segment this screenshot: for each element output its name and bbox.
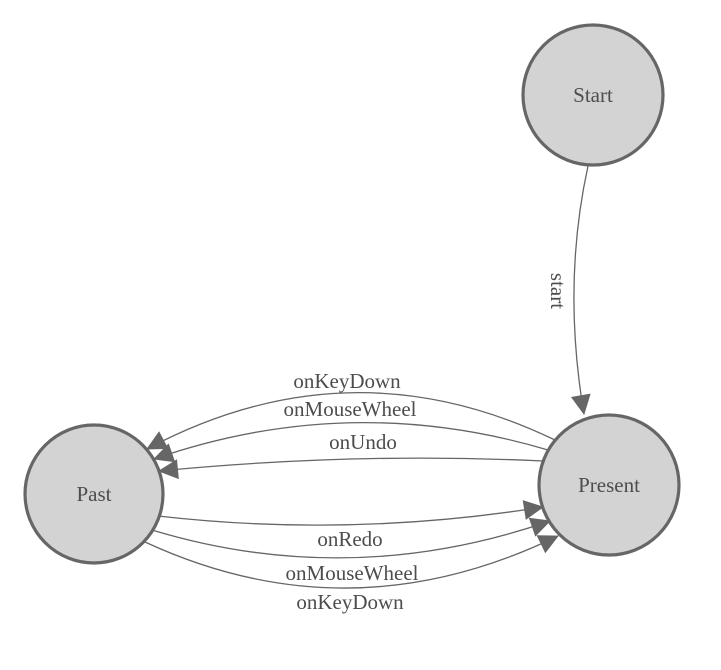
node-start-label: Start [573,83,613,107]
edge-present-to-past-onmousewheel: onMouseWheel [153,397,549,463]
edge-label-onmousewheel-bottom: onMouseWheel [286,561,419,585]
node-past-label: Past [76,482,111,506]
edge-past-to-present-onredo: onRedo [157,500,544,551]
node-past-circle[interactable] [23,423,165,565]
edge-present-to-past-onkeydown: onKeyDown [146,369,556,450]
edge-label-onmousewheel-top: onMouseWheel [284,397,417,421]
edge-line-present-to-past-2[interactable] [153,421,549,463]
edge-line-past-to-present-1[interactable] [157,500,544,526]
edge-past-to-present-onmousewheel: onMouseWheel [151,517,551,585]
node-present-label: Present [578,473,640,497]
edge-past-to-present-onkeydown: onKeyDown [144,535,559,614]
edge-present-to-past-onundo: onUndo [158,430,544,480]
edge-label-onredo: onRedo [317,527,382,551]
node-present-circle[interactable] [537,413,681,557]
edge-label-onundo: onUndo [329,430,397,454]
edge-line-present-to-past-3[interactable] [158,457,544,480]
edge-label-onkeydown-bottom: onKeyDown [296,590,404,614]
node-present: Present [537,413,681,557]
edge-line-past-to-present-3[interactable] [144,535,559,589]
edge-line-present-to-past-1[interactable] [146,392,556,450]
edge-label-start: start [546,273,570,309]
edge-label-onkeydown-top: onKeyDown [293,369,401,393]
edge-start-to-present: start [546,165,591,415]
node-start: Start [521,23,665,167]
edge-line-start-to-present[interactable] [570,165,591,415]
node-past: Past [23,423,165,565]
node-start-circle[interactable] [521,23,665,167]
edge-line-past-to-present-2[interactable] [151,517,551,559]
